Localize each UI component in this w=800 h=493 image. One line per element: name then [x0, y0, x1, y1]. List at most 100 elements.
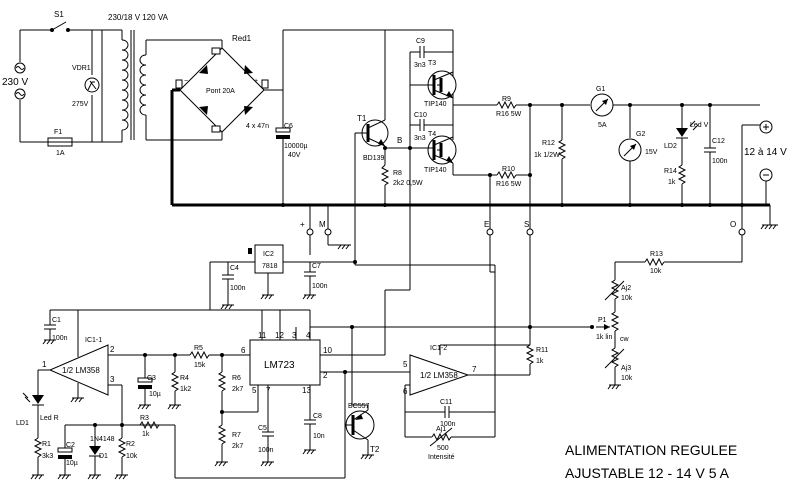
trimmer-aj1	[404, 412, 496, 447]
node-o-label: O	[730, 220, 736, 229]
r12-label: R12	[542, 140, 555, 147]
fuse-f1	[47, 137, 73, 147]
ic1-2-label: IC1-2	[430, 345, 447, 352]
p1-cw-label: cw	[620, 336, 630, 343]
led-ld2	[676, 103, 699, 165]
mains-terminal-bottom	[14, 88, 26, 100]
ground-symbol-aj3	[607, 384, 621, 390]
capacitor-c6	[275, 90, 291, 205]
bridge-caps-label: 4 x 47n	[246, 123, 269, 130]
transistor-t3	[427, 70, 457, 100]
transformer-label: 230/18 V 120 VA	[108, 13, 169, 22]
ground-symbol-r1	[30, 474, 44, 480]
s1-label: S1	[54, 10, 64, 19]
g2-value: 15V	[645, 149, 658, 156]
node-s-label: S	[524, 220, 529, 229]
c2-label: C2	[66, 442, 75, 449]
r10-value: R16 5W	[496, 181, 522, 188]
switch-s1	[50, 21, 70, 32]
resistor-r4	[170, 353, 180, 405]
r14-label: R14	[664, 168, 677, 175]
r2-value: 10k	[126, 453, 138, 460]
c5-value: 100n	[258, 447, 274, 454]
capacitor-c12	[704, 103, 716, 205]
f1-value: 1A	[56, 150, 65, 157]
resistor-r8	[380, 148, 390, 205]
capacitor-c5	[262, 385, 274, 462]
capacitor-c7	[304, 262, 316, 295]
ground-symbol-c3	[137, 404, 151, 410]
c12-value: 100n	[712, 158, 728, 165]
trimmer-aj2	[604, 279, 625, 312]
resistor-r2	[117, 425, 127, 475]
d1-type: 1N4148	[90, 436, 115, 443]
c10-label: C10	[414, 112, 427, 119]
capacitor-c2	[57, 425, 73, 475]
transistor-t1	[354, 119, 389, 265]
ld1-label: LD1	[16, 420, 29, 427]
c6-label: C6	[284, 123, 293, 130]
ic1-2-type: 1/2 LM358	[420, 371, 458, 380]
r4-label: R4	[180, 375, 189, 382]
ground-symbol-c5	[260, 461, 274, 467]
node-plus-label: +	[300, 220, 305, 229]
r14-value: 1k	[668, 179, 676, 186]
regulator-ic2	[210, 244, 355, 295]
c12-label: C12	[712, 138, 725, 145]
bridge-minus: −	[184, 78, 188, 85]
p1-value: 1k lin	[596, 334, 612, 341]
c9-label: C9	[416, 38, 425, 45]
ground-symbol-m	[337, 244, 351, 250]
aj2-value: 10k	[621, 295, 633, 302]
resistor-r14	[677, 164, 687, 205]
t3-type: TIP140	[424, 101, 447, 108]
bridge-label: Red1	[232, 34, 252, 43]
t2-type: BC557	[348, 403, 370, 410]
output-terminal-minus	[759, 168, 773, 205]
transformer	[121, 30, 172, 141]
r9-value: R16 5W	[496, 111, 522, 118]
resistor-r11	[495, 344, 535, 376]
ammeter-g1	[590, 93, 760, 117]
r13-value: 10k	[650, 268, 662, 275]
r8-label: R8	[393, 170, 402, 177]
r7-value: 2k7	[232, 443, 243, 450]
ic1-2-pin6: 6	[403, 387, 408, 396]
d1-label: D1	[99, 453, 108, 460]
resistor-r6	[217, 353, 227, 425]
led-ld1	[22, 392, 44, 438]
lm723-pin3: 3	[292, 331, 297, 340]
c6-value1: 10000µ	[284, 143, 308, 150]
ic2-label: IC2	[263, 251, 274, 258]
c4-value: 100n	[230, 285, 246, 292]
ground-symbol-t2	[360, 454, 374, 460]
mains-voltage-label: 230 V	[2, 77, 28, 88]
r5-label: R5	[194, 345, 203, 352]
c8-value: 10n	[313, 433, 325, 440]
lm723-pin10: 10	[323, 346, 332, 355]
vdr1-label: VDR1	[72, 65, 91, 72]
ground-symbol-d1	[87, 474, 101, 480]
resistor-r3	[139, 420, 160, 430]
resistor-r1	[33, 437, 43, 475]
resistor-r10	[488, 170, 530, 180]
node-m-label: M	[319, 220, 326, 229]
opamp-ic1-2	[404, 272, 530, 412]
r7-label: R7	[232, 432, 241, 439]
lm723-pin2: 2	[323, 371, 328, 380]
c10-value: 3n3	[414, 135, 426, 142]
ground-symbol-r4	[167, 404, 181, 410]
led-r-label: Led R	[40, 415, 59, 422]
capacitor-c8	[304, 385, 316, 450]
lm723-label: LM723	[264, 360, 295, 371]
t1-label: T1	[357, 114, 367, 123]
ground-symbol-ic2	[260, 294, 274, 300]
t1-type: BD139	[363, 155, 385, 162]
transistor-t2	[344, 372, 375, 478]
g1-label: G1	[596, 86, 605, 93]
r6-label: R6	[232, 375, 241, 382]
ground-symbol-r2	[114, 474, 128, 480]
ic1-1-pin3: 3	[110, 375, 115, 384]
ground-symbol-r7	[214, 461, 228, 467]
